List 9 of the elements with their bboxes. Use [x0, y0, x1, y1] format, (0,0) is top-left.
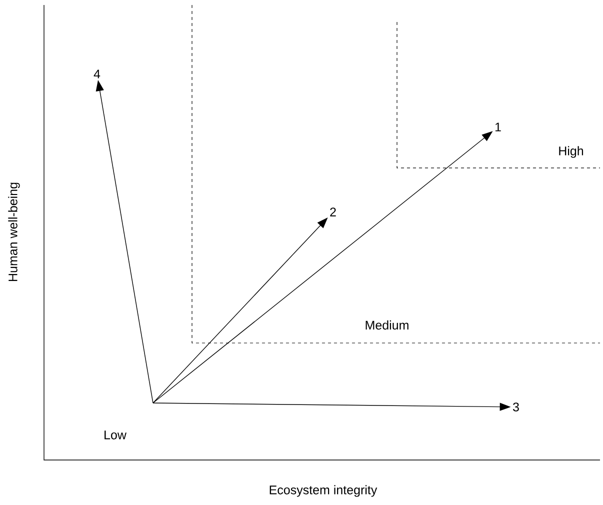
zone-label: Low	[104, 430, 126, 440]
axis-title: Ecosystem integrity	[270, 485, 378, 497]
arrow-number: 1	[495, 122, 501, 132]
arrow-number: 3	[513, 402, 519, 412]
zone-label: High	[559, 146, 584, 158]
axis-title: Human well-being	[8, 182, 20, 281]
arrow-number: 4	[94, 70, 100, 78]
arrow-number: 2	[330, 208, 336, 216]
zone-label: Medium	[366, 320, 408, 330]
